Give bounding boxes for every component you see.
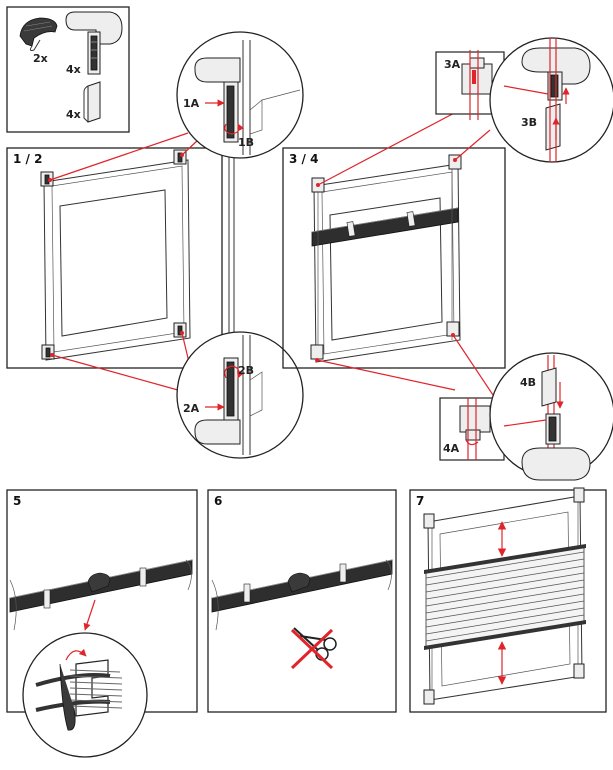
callout-2a-label: 2A xyxy=(183,402,200,415)
bracket-7-top-right xyxy=(573,487,585,503)
callout-2b-label: 2B xyxy=(238,364,254,377)
panel-step-1-2: 1 / 2 xyxy=(6,132,223,401)
cover-part-icon xyxy=(83,81,101,123)
clip-part-icon xyxy=(19,17,58,51)
panel-step-3-4: 3 / 4 xyxy=(282,109,506,399)
headrail xyxy=(311,207,459,247)
clip-qty-label: 2x xyxy=(33,52,48,65)
bracket-3-bottom-left xyxy=(310,344,324,360)
step-5-label: 5 xyxy=(13,494,21,508)
callout-3b-label: 3B xyxy=(521,116,537,129)
cover-qty-label: 4x xyxy=(66,108,81,121)
bracket-top-left xyxy=(40,171,54,187)
step-3-4-label: 3 / 4 xyxy=(289,152,318,166)
bracket-part-icon xyxy=(65,11,123,75)
bracket-7-top-left xyxy=(423,513,435,529)
panel-step-5: 5 xyxy=(6,489,198,758)
callout-4b: 4B xyxy=(489,352,613,481)
step-7-label: 7 xyxy=(416,494,424,508)
callout-3b: 3B xyxy=(489,37,613,163)
panel-step-6: 6 xyxy=(207,489,397,713)
bracket-top-right xyxy=(173,149,187,165)
bracket-bottom-right xyxy=(173,322,187,338)
clip-detail-magnified xyxy=(22,632,148,758)
pleated-blind xyxy=(424,544,586,650)
clip-on-rail-icon xyxy=(87,572,111,593)
callout-1b-label: 1B xyxy=(238,136,254,149)
callout-1a-label: 1A xyxy=(183,97,200,110)
callout-1: 1A 1B xyxy=(176,31,304,159)
bracket-qty-label: 4x xyxy=(66,63,81,76)
callout-3a-label: 3A xyxy=(444,58,461,71)
scissors-crossed-icon xyxy=(290,627,337,670)
step-1-2-label: 1 / 2 xyxy=(13,152,42,166)
bracket-7-bottom-right xyxy=(573,663,585,679)
callout-4b-label: 4B xyxy=(520,376,536,389)
callout-2: 2A 2B xyxy=(176,331,304,459)
step-6-label: 6 xyxy=(214,494,222,508)
bracket-7-bottom-left xyxy=(423,689,435,705)
callout-4a-label: 4A xyxy=(443,442,460,455)
parts-box: 2x 4x 4x xyxy=(6,6,130,133)
panel-step-7: 7 xyxy=(409,487,607,713)
